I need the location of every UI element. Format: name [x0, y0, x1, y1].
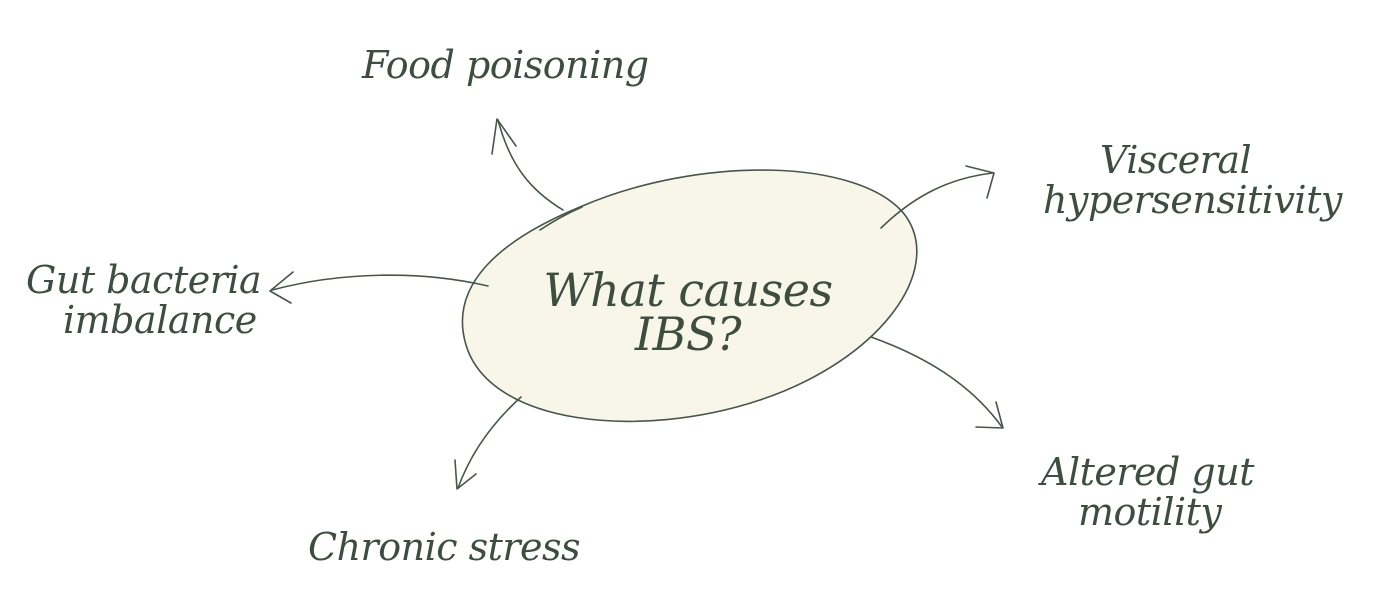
label-motility-line1: Altered gut — [1038, 450, 1255, 494]
arrow-visceral-hypersensitivity — [880, 165, 995, 229]
label-visceral-line1: Visceral — [1100, 138, 1251, 182]
label-visceral-line2: hypersensitivity — [1043, 178, 1343, 222]
arrow-food-poisoning — [491, 118, 564, 211]
arrow-chronic-stress — [454, 396, 522, 490]
label-motility-line2: motility — [1078, 490, 1222, 534]
arrow-gut-bacteria-imbalance — [269, 271, 489, 304]
center-bubble-overlap — [539, 206, 583, 231]
center-bubble — [461, 169, 918, 423]
center-title-line1: What causes — [543, 263, 832, 317]
center-title-line2: IBS? — [634, 307, 742, 361]
arrow-altered-gut-motility — [870, 336, 1004, 429]
label-gut-bacteria-line1: Gut bacteria — [26, 258, 261, 302]
label-gut-bacteria-line2: imbalance — [63, 298, 257, 342]
label-food-poisoning: Food poisoning — [361, 43, 649, 87]
label-chronic-stress: Chronic stress — [308, 525, 580, 569]
